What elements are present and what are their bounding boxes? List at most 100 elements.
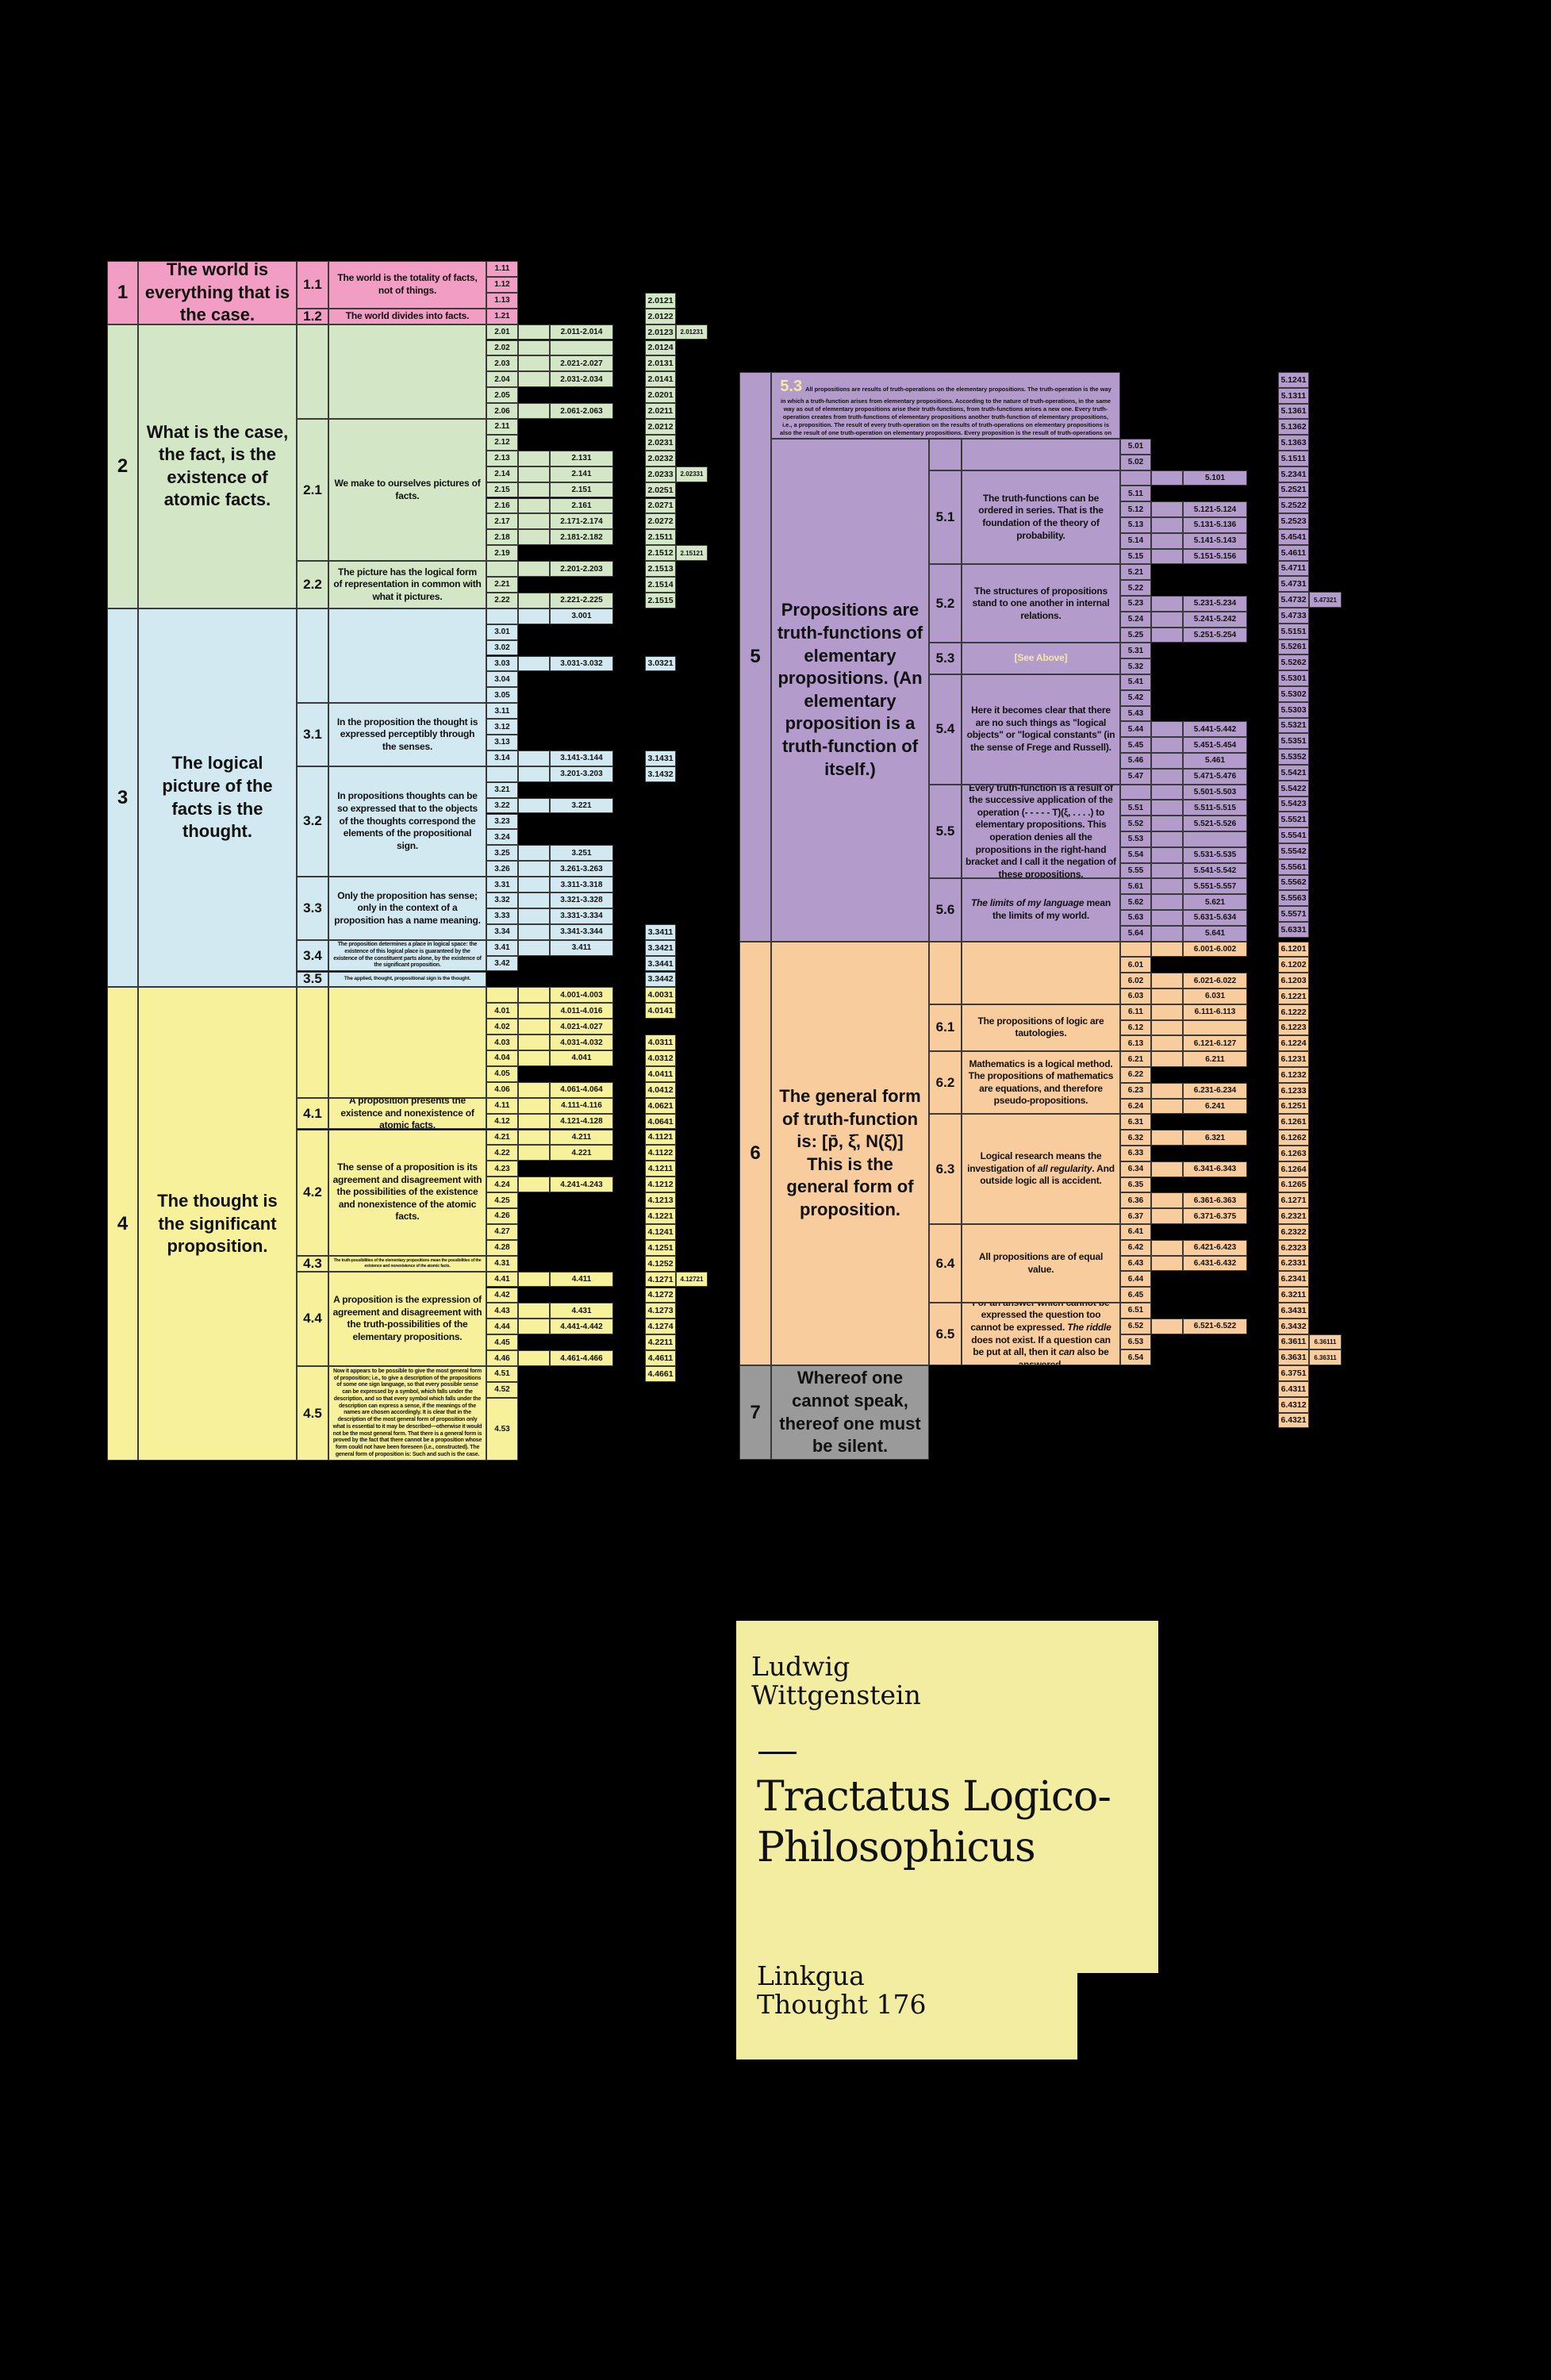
detail-proposition: 6.4321 bbox=[1278, 1412, 1309, 1429]
spacer-cell bbox=[1151, 1130, 1183, 1146]
spacer-cell bbox=[518, 750, 550, 766]
detail-proposition: 2.0231 bbox=[645, 434, 676, 451]
subsection-statement: The proposition determines a place in lo… bbox=[328, 939, 486, 972]
spacer-cell bbox=[518, 1081, 550, 1098]
proposition-number: 6.21 bbox=[1120, 1051, 1151, 1067]
section-statement: The general form of truth-function is: [… bbox=[771, 941, 929, 1366]
detail-proposition: 2.0121 bbox=[645, 292, 676, 309]
subsection-number: 5.3 bbox=[929, 643, 962, 674]
proposition-number: 4.46 bbox=[486, 1350, 518, 1366]
proposition-number: 3.13 bbox=[486, 735, 518, 750]
spacer-cell bbox=[518, 403, 550, 419]
proposition-number: 4.24 bbox=[486, 1177, 518, 1193]
sub-proposition-range: 6.421-6.423 bbox=[1183, 1239, 1247, 1256]
subsection-number: 6.5 bbox=[929, 1303, 962, 1366]
proposition-number: 6.22 bbox=[1120, 1067, 1151, 1083]
subsection-number: 6.4 bbox=[929, 1224, 962, 1303]
proposition-number: 2.13 bbox=[486, 450, 518, 466]
detail-proposition: 6.2331 bbox=[1278, 1255, 1309, 1272]
detail-proposition: 4.0412 bbox=[645, 1081, 676, 1098]
book-title: Tractatus Logico- Philosophicus bbox=[757, 1772, 1111, 1873]
detail-proposition: 6.1223 bbox=[1278, 1019, 1309, 1036]
section-number: 2 bbox=[107, 324, 138, 608]
subsection-number: 5.4 bbox=[929, 674, 962, 785]
subsection-statement: [See Above] bbox=[962, 643, 1120, 674]
subsection-statement: The structures of propositions stand to … bbox=[962, 564, 1120, 643]
proposition-number: 5.41 bbox=[1120, 674, 1151, 690]
detail-proposition: 5.5301 bbox=[1278, 670, 1309, 686]
detail-proposition: 4.1211 bbox=[645, 1161, 676, 1177]
subsection-number: 5.6 bbox=[929, 878, 962, 942]
sub-proposition-range: 3.411 bbox=[550, 939, 613, 956]
proposition-number: 3.24 bbox=[486, 829, 518, 846]
title-line-2: Philosophicus bbox=[757, 1824, 1036, 1871]
subsection-statement bbox=[328, 608, 486, 704]
spacer-cell bbox=[1151, 532, 1183, 549]
spacer-cell bbox=[518, 1035, 550, 1050]
spacer-cell bbox=[518, 529, 550, 546]
spacer-cell bbox=[1151, 1051, 1183, 1067]
proposition-number: 5.13 bbox=[1120, 517, 1151, 533]
detail-proposition: 2.0211 bbox=[645, 403, 676, 419]
proposition-number: 5.24 bbox=[1120, 611, 1151, 628]
detail-proposition: 4.0641 bbox=[645, 1113, 676, 1130]
detail-proposition: 5.5542 bbox=[1278, 843, 1309, 859]
detail-proposition: 4.4661 bbox=[645, 1366, 676, 1382]
detail-proposition: 4.1122 bbox=[645, 1145, 676, 1161]
proposition-number: 4.28 bbox=[486, 1239, 518, 1256]
detail-sub-proposition: 4.12721 bbox=[676, 1271, 708, 1288]
proposition-number: 3.03 bbox=[486, 655, 518, 672]
spacer-cell bbox=[518, 1145, 550, 1161]
subsection-statement: In the proposition the thought is expres… bbox=[328, 703, 486, 766]
proposition-number: 4.44 bbox=[486, 1319, 518, 1335]
spacer-cell bbox=[1151, 596, 1183, 612]
detail-proposition: 2.0232 bbox=[645, 450, 676, 466]
detail-proposition: 5.1511 bbox=[1278, 451, 1309, 466]
detail-proposition: 2.0123 bbox=[645, 324, 676, 340]
detail-proposition: 3.3442 bbox=[645, 971, 676, 988]
detail-proposition: 5.5302 bbox=[1278, 686, 1309, 702]
proposition-number: 3.05 bbox=[486, 687, 518, 704]
spacer-cell bbox=[518, 1303, 550, 1319]
text-segments: For an answer which cannot be expressed … bbox=[966, 1303, 1116, 1365]
spacer-cell bbox=[518, 561, 550, 577]
spacer-cell bbox=[518, 608, 550, 624]
proposition-number: 3.11 bbox=[486, 703, 518, 720]
proposition-number: 3.41 bbox=[486, 939, 518, 956]
sub-proposition-range: 5.441-5.442 bbox=[1183, 721, 1247, 738]
spacer-cell bbox=[518, 892, 550, 908]
subsection-statement: For an answer which cannot be expressed … bbox=[962, 1303, 1120, 1366]
proposition-number: 3.31 bbox=[486, 877, 518, 892]
detail-proposition: 3.1431 bbox=[645, 750, 676, 766]
proposition-number bbox=[1120, 784, 1151, 800]
proposition-number: 4.27 bbox=[486, 1223, 518, 1240]
proposition-number: 4.26 bbox=[486, 1208, 518, 1224]
detail-proposition: 4.1221 bbox=[645, 1208, 676, 1224]
proposition-number bbox=[1120, 470, 1151, 486]
sub-proposition-range: 6.341-6.343 bbox=[1183, 1161, 1247, 1177]
detail-proposition: 5.5303 bbox=[1278, 701, 1309, 718]
spacer-cell bbox=[518, 1271, 550, 1288]
spacer-cell bbox=[518, 797, 550, 814]
proposition-number: 2.22 bbox=[486, 592, 518, 608]
sub-proposition-range: 4.441-4.442 bbox=[550, 1319, 613, 1335]
detail-proposition: 5.5261 bbox=[1278, 639, 1309, 655]
detail-proposition: 3.3441 bbox=[645, 955, 676, 972]
detail-proposition: 5.5571 bbox=[1278, 906, 1309, 922]
sub-proposition-range: 6.031 bbox=[1183, 988, 1247, 1004]
detail-proposition: 6.1264 bbox=[1278, 1161, 1309, 1177]
sub-proposition-range: 3.031-3.032 bbox=[550, 655, 613, 672]
header-number: 5.3 bbox=[780, 378, 803, 395]
detail-proposition: 5.4733 bbox=[1278, 608, 1309, 624]
detail-proposition: 6.1232 bbox=[1278, 1067, 1309, 1083]
proposition-number: 3.34 bbox=[486, 923, 518, 940]
detail-proposition: 4.1273 bbox=[645, 1303, 676, 1319]
detail-proposition: 3.0321 bbox=[645, 655, 676, 672]
subsection-number: 4.5 bbox=[297, 1366, 328, 1461]
sub-proposition-range: 3.251 bbox=[550, 845, 613, 862]
sub-proposition-range: 3.221 bbox=[550, 797, 613, 814]
spacer-cell bbox=[1151, 831, 1183, 847]
spacer-cell bbox=[1151, 1082, 1183, 1099]
detail-proposition: 5.5151 bbox=[1278, 623, 1309, 639]
sub-proposition-range: 3.261-3.263 bbox=[550, 861, 613, 877]
